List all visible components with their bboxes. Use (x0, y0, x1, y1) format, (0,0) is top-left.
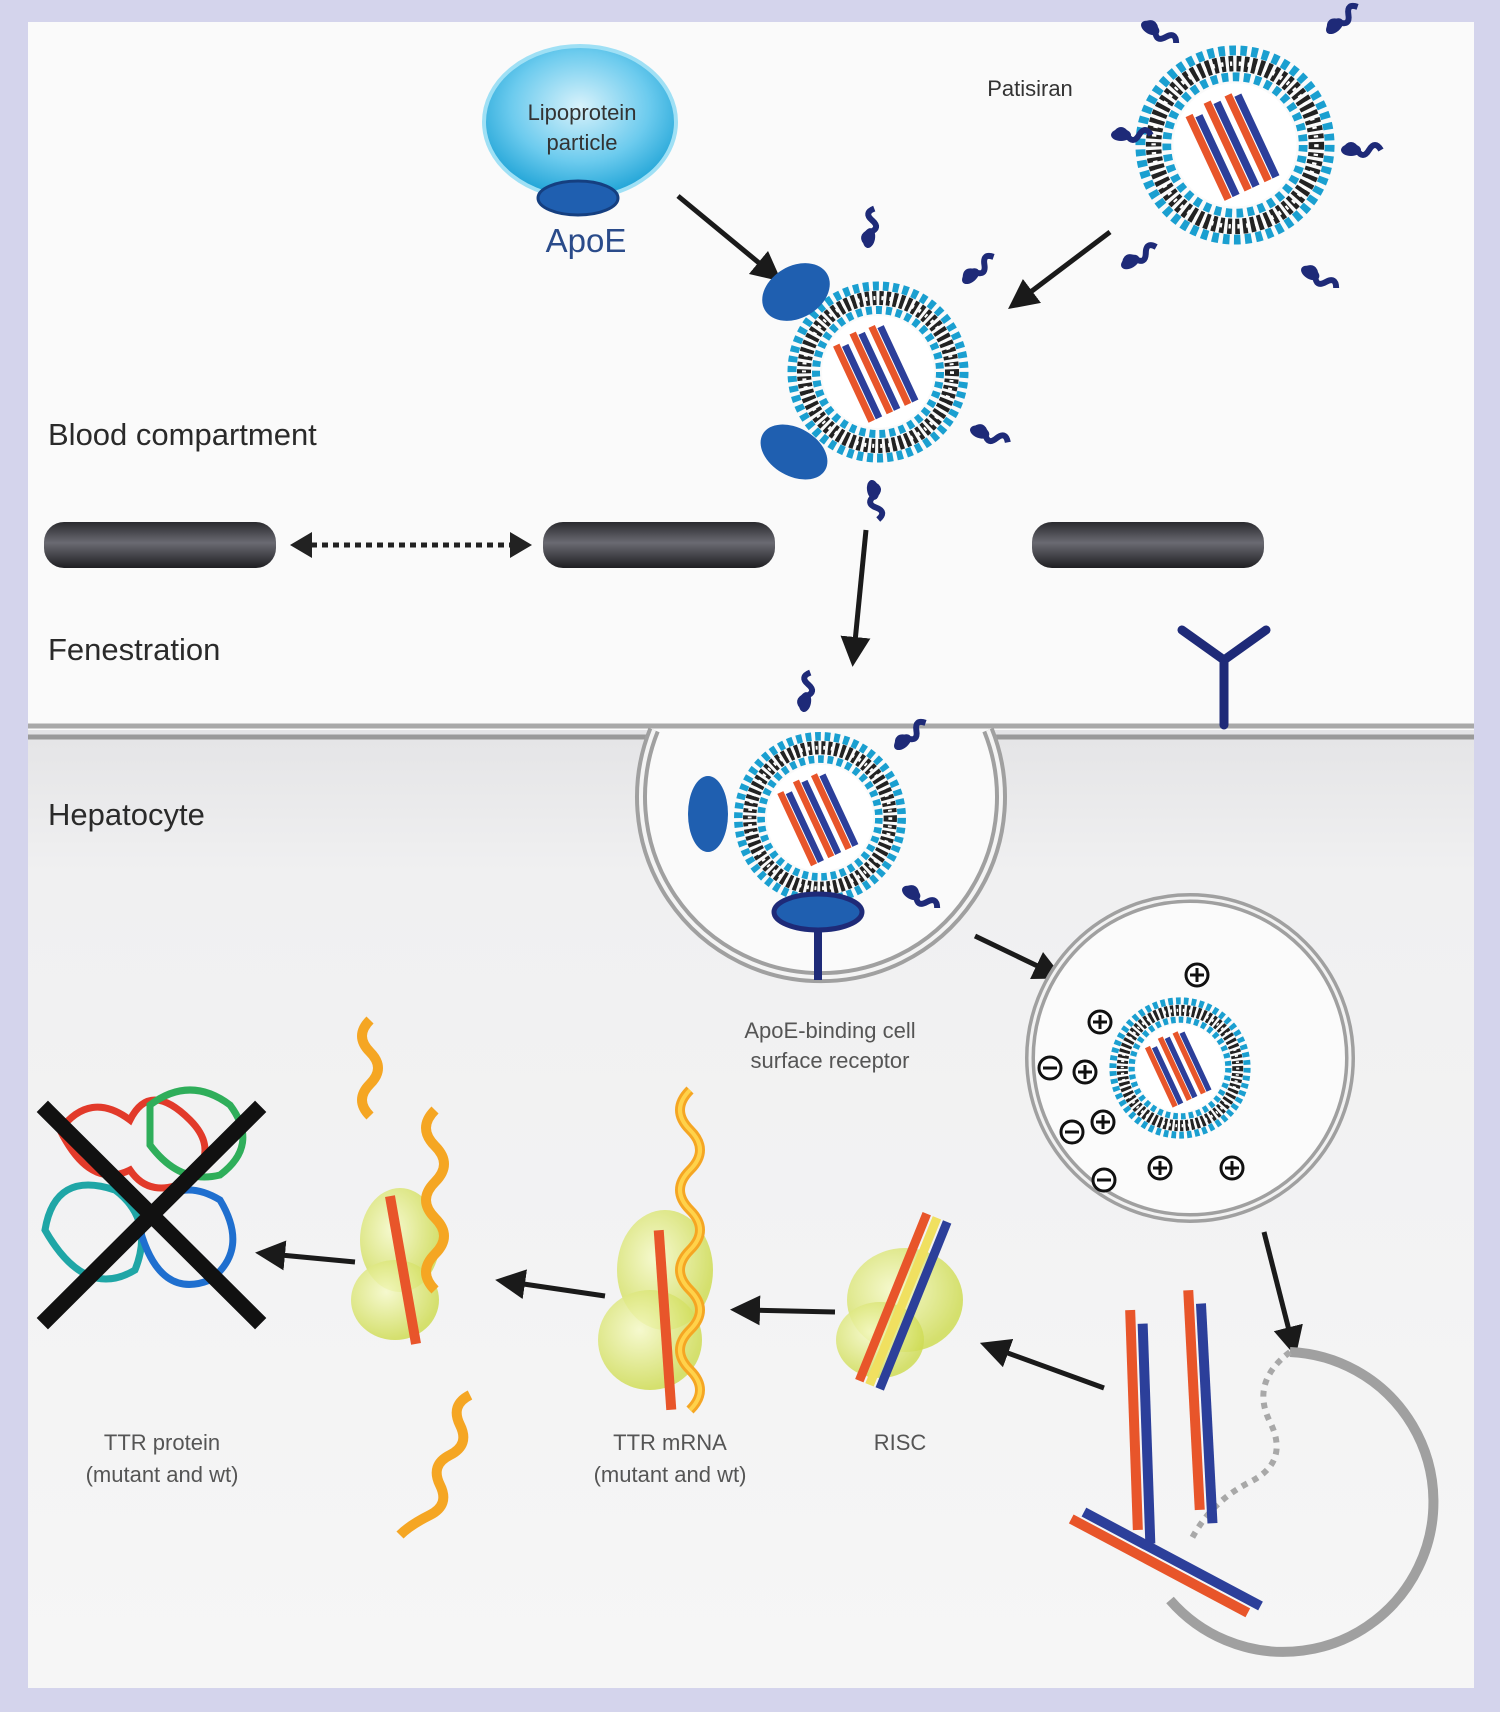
plus-charge-icon (1147, 1155, 1173, 1181)
arrow-to-endosome (973, 933, 1064, 980)
cleaved-mrna (351, 1016, 473, 1539)
label-lipoprotein-line1: Lipoprotein (528, 100, 637, 125)
internalized-lnp (688, 672, 940, 914)
risc-complex (836, 1212, 963, 1391)
label-mrna-line2: (mutant and wt) (594, 1462, 747, 1487)
label-receptor-line2: surface receptor (751, 1048, 910, 1073)
label-blood-compartment: Blood compartment (48, 417, 317, 452)
label-lipoprotein-line2: particle (547, 130, 618, 155)
label-apoe: ApoE (546, 222, 627, 259)
label-receptor-line1: ApoE-binding cell (744, 1018, 915, 1043)
label-mrna-line1: TTR mRNA (613, 1430, 727, 1455)
plus-charge-icon (1072, 1059, 1098, 1085)
arrow-to-mrna (730, 1295, 836, 1326)
label-protein-line1: TTR protein (104, 1430, 220, 1455)
plus-charge-icon (1219, 1155, 1245, 1181)
plus-charge-icon (1090, 1109, 1116, 1135)
minus-charge-icon (1037, 1055, 1063, 1081)
arrow-to-release (1261, 1231, 1303, 1357)
plus-charge-icon (1184, 962, 1210, 988)
endothelial-cell-3 (1032, 522, 1264, 568)
arrowhead-right (510, 532, 532, 558)
label-protein-line2: (mutant and wt) (86, 1462, 239, 1487)
risc-mrna-complex (598, 1086, 713, 1414)
arrow-to-protein (255, 1240, 356, 1271)
endothelial-cell-1 (44, 522, 276, 568)
apoe-protein-icon (536, 179, 620, 217)
endothelial-cell-2 (543, 522, 775, 568)
arrow-patisiran-to-lnp (1008, 230, 1112, 310)
minus-charge-icon (1059, 1119, 1085, 1145)
label-hepatocyte: Hepatocyte (48, 797, 205, 832)
released-sirna (1068, 1289, 1263, 1618)
arrow-to-risc (979, 1339, 1105, 1391)
apoe-receptor-icon (1177, 625, 1271, 730)
minus-charge-icon (1091, 1167, 1117, 1193)
plus-charge-icon (1087, 1009, 1113, 1035)
lipoprotein-particle: Lipoprotein particle ApoE (482, 44, 678, 259)
apoe-binding-receptor-icon (771, 891, 865, 980)
arrow-into-fenestration (840, 529, 871, 667)
label-patisiran: Patisiran (987, 76, 1073, 101)
label-fenestration: Fenestration (48, 632, 220, 667)
arrow-to-cleavage (495, 1269, 606, 1300)
x-mark-icon (36, 1100, 267, 1330)
arrowhead-left (290, 532, 312, 558)
arrow-lipoprotein-to-lnp (676, 194, 782, 282)
apoe-coated-lnp (760, 208, 1010, 521)
label-risc: RISC (874, 1430, 927, 1455)
